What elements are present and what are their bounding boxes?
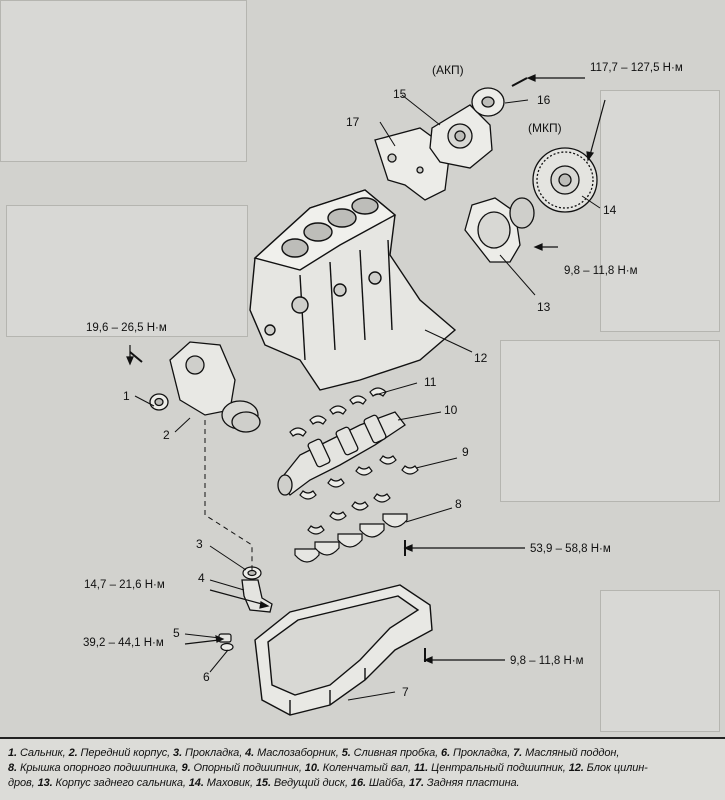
callout-akp: (АКП) <box>432 63 464 77</box>
callout-9: 9 <box>462 445 469 459</box>
main-bearings <box>299 455 419 500</box>
caption-item-number: 12. <box>568 762 584 774</box>
caption-line-1: 1. Сальник, 2. Передний корпус, 3. Прокл… <box>8 746 717 761</box>
callout-2: 2 <box>163 428 170 442</box>
torque-flex: 117,7 – 127,5 Н·м <box>590 62 683 74</box>
oil-pickup <box>241 579 273 613</box>
torque-arrows <box>126 74 606 664</box>
torque-front: 19,6 – 26,5 Н·м <box>86 322 167 334</box>
caption-item-text: Прокладка, <box>182 747 246 759</box>
drive-plate <box>429 104 493 169</box>
caption-item-number: 9. <box>181 762 191 774</box>
torque-drain: 39,2 – 44,1 Н·м <box>83 637 164 649</box>
caption-item-number: 17. <box>408 777 424 789</box>
caption-item-number: 11. <box>413 762 429 774</box>
caption-item-text: Ведущий диск, <box>270 777 351 789</box>
caption-item-text: Центральный подшипник, <box>428 762 569 774</box>
caption-item-number: 2. <box>68 747 78 759</box>
callout-13: 13 <box>537 300 551 314</box>
callout-8: 8 <box>455 497 462 511</box>
callout-4: 4 <box>198 571 205 585</box>
caption-item-number: 10. <box>304 762 320 774</box>
caption-item-text: Блок цилин- <box>583 762 648 774</box>
caption-item-text: Задняя пластина. <box>423 777 520 789</box>
callout-17: 17 <box>346 115 360 129</box>
caption-item-text: дров, <box>8 777 38 789</box>
front-housing <box>169 341 261 433</box>
caption-item-number: 16. <box>350 777 366 789</box>
caption-item-text: Передний корпус, <box>77 747 174 759</box>
leader-lines <box>134 94 601 701</box>
caption-item-number: 5. <box>341 747 351 759</box>
caption-item-number: 3. <box>173 747 183 759</box>
caption-item-text: Маслозаборник, <box>254 747 342 759</box>
torque-pickup: 14,7 – 21,6 Н·м <box>84 579 165 591</box>
caption-item-number: 8. <box>8 762 17 774</box>
front-bolt <box>129 351 143 363</box>
drain-plug <box>218 633 234 652</box>
caption-item-number: 14. <box>188 777 204 789</box>
caption-item-text: Масляный поддон, <box>522 747 620 759</box>
front-seal <box>149 393 169 411</box>
torque-rear-seal: 9,8 – 11,8 Н·м <box>564 265 638 277</box>
caption-item-text: Корпус заднего сальника, <box>52 777 189 789</box>
callout-16: 16 <box>537 93 551 107</box>
callout-11: 11 <box>424 375 437 389</box>
flywheel <box>532 147 598 213</box>
caption-item-text: Опорный подшипник, <box>190 762 305 774</box>
cylinder-block <box>249 189 457 391</box>
caption-item-text: Крышка опорного подшипника, <box>16 762 182 774</box>
caption-item-text: Маховик, <box>203 777 256 789</box>
bg-panel-top-left <box>0 0 247 162</box>
callout-7: 7 <box>402 685 409 699</box>
caption-item-text: Шайба, <box>365 777 409 789</box>
caption-item-number: 6. <box>441 747 451 759</box>
callout-6: 6 <box>203 670 210 684</box>
callout-10: 10 <box>444 403 458 417</box>
figure-caption: 1. Сальник, 2. Передний корпус, 3. Прокл… <box>0 737 725 800</box>
engine-block-exploded-diagram: (АКП) (МКП) 1 2 3 4 5 6 7 8 9 10 11 12 1… <box>83 62 683 716</box>
caption-line-2: 8. Крышка опорного подшипника, 9. Опорны… <box>8 761 717 776</box>
caption-item-text: Прокладка, <box>450 747 514 759</box>
bearing-caps <box>294 493 408 563</box>
caption-item-number: 7. <box>513 747 523 759</box>
caption-item-text: Сливная пробка, <box>350 747 442 759</box>
callout-mkp: (МКП) <box>528 121 562 135</box>
oil-pan <box>254 584 433 716</box>
bg-panel-bottom-right <box>500 340 720 502</box>
torque-pan: 9,8 – 11,8 Н·м <box>510 655 584 667</box>
caption-item-text: Сальник, <box>16 747 69 759</box>
washer <box>471 87 505 117</box>
callout-5: 5 <box>173 626 180 640</box>
bg-panel-left <box>6 205 248 337</box>
torque-main-caps: 53,9 – 58,8 Н·м <box>530 543 611 555</box>
callout-3: 3 <box>196 537 203 551</box>
bg-panel-right <box>600 90 720 332</box>
rear-seal-housing <box>464 197 535 263</box>
flex-bolt <box>511 77 528 87</box>
callout-12: 12 <box>474 351 488 365</box>
callout-1: 1 <box>123 389 130 403</box>
caption-item-text: Коленчатый вал, <box>319 762 414 774</box>
center-bearings <box>289 387 387 437</box>
callout-15: 15 <box>393 87 407 101</box>
caption-item-number: 1. <box>8 747 17 759</box>
alignment-dash <box>204 420 253 570</box>
callout-14: 14 <box>603 203 617 217</box>
bg-panel-bottom-right2 <box>600 590 720 732</box>
caption-line-3: дров, 13. Корпус заднего сальника, 14. М… <box>8 776 717 791</box>
caption-item-number: 13. <box>37 777 53 789</box>
caption-item-number: 4. <box>245 747 255 759</box>
caption-item-number: 15. <box>255 777 271 789</box>
crankshaft <box>277 411 406 496</box>
